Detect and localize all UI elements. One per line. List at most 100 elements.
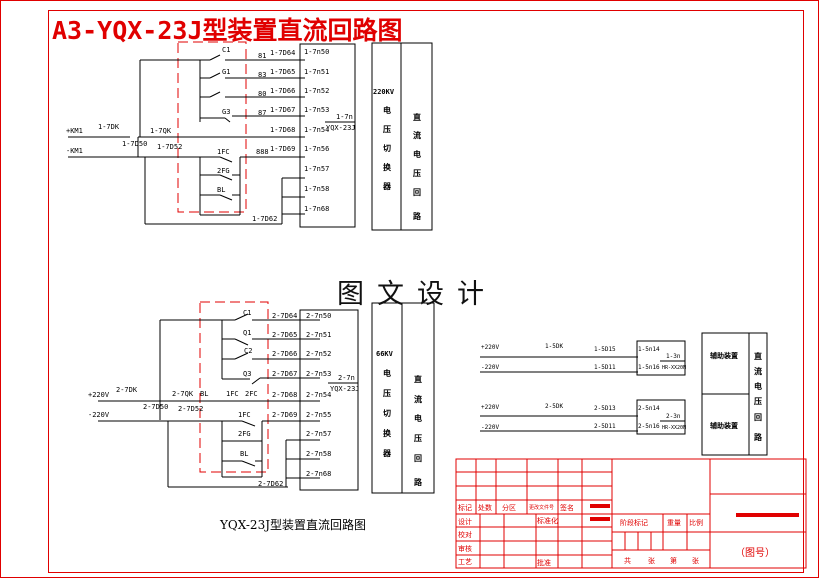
input-label: +220V [88,391,110,399]
terminal-label: 2-7D62 [258,480,284,488]
title-block-fill-3 [736,513,799,517]
tb-header: 分区 [502,504,516,512]
contact-label: 2FG [217,167,230,175]
input-label: -220V [481,364,500,371]
circuit-1 [68,41,433,231]
connector-label: 1-7D64 [270,49,296,57]
device-terminal: 2-7n53 [306,370,332,378]
device-name: 1-7n [336,113,353,121]
contact-label: 2FG [238,430,251,438]
device-terminal: 2-7n52 [306,350,332,358]
device-terminal: 2-7n57 [306,430,332,438]
device-box-2 [299,309,359,491]
side-char: 回 [414,454,422,463]
watermark: 图文设计 [337,279,497,310]
voltage-label: 220KV [373,88,395,96]
circuit-2 [98,301,435,494]
tb-label: 审核 [458,545,472,553]
tb-sheets: 共 [624,557,631,565]
device-model: HR-XX20N [662,365,687,371]
input-label: +220V [481,344,500,351]
connector-label: 1-7D69 [270,145,296,153]
tb-header: 更改文件号 [529,505,555,511]
device-name: 2-7n [338,374,355,382]
device-terminal: 2-7n58 [306,450,332,458]
device-terminal: 1-7n54 [304,126,330,134]
title-block [455,458,807,569]
device-terminal: 2-7n68 [306,470,332,478]
tb-sheets: 第 [670,557,677,565]
device-name: 2-3n [666,413,681,420]
side-char: 流 [754,367,762,376]
side-box-1 [371,42,433,231]
device-terminal: 2-7n50 [306,312,332,320]
device-model: HR-XX20N [662,425,687,431]
terminal-label: 2-7D52 [178,405,204,413]
device-terminal: 2-5n16 [638,423,660,430]
aux-label: 辅助装置 [710,422,738,430]
side-char: 电 [383,106,391,115]
side-char: 压 [383,125,391,134]
terminal-label: 1-7D62 [252,215,278,223]
connector-label: 2-5D13 [594,405,616,412]
device-terminal: 1-7n58 [304,185,330,193]
tb-approve: 批准 [537,559,551,567]
connector-label: 2-7D67 [272,370,298,378]
contact-label: G3 [222,108,231,116]
side-char: 切 [383,144,391,153]
switch-label: 2-7DK [116,386,138,394]
side-char: 压 [413,169,421,178]
side-char: 路 [413,212,421,221]
input-label: -220V [88,411,110,419]
side-char: 器 [383,449,391,458]
wire-label: 83 [258,71,267,79]
side-char: 换 [383,429,391,438]
circuit-3 [480,332,768,456]
device-terminal: 2-5n14 [638,405,660,412]
device-terminal: 1-7n68 [304,205,330,213]
contact-label: C1 [222,46,231,54]
connector-label: 2-7D68 [272,391,298,399]
side-char: 切 [383,409,391,418]
tb-header: 标记 [458,504,472,512]
side-char: 路 [414,478,422,487]
terminal-label: 1-7D52 [157,143,183,151]
contact-label: C2 [244,347,253,355]
drawing-title: A3-YQX-23J型装置直流回路图 [52,16,403,45]
connector-label: 2-7D66 [272,350,298,358]
side-char: 直 [413,113,421,122]
contact-label: 1FC [238,411,251,419]
connector-label: 1-5D11 [594,364,616,371]
connector-label: 2-7D65 [272,331,298,339]
contact-label: G1 [222,68,231,76]
connector-label: 2-7D69 [272,411,298,419]
aux-label: 辅助装置 [710,352,738,360]
dashed-box-1 [177,41,247,213]
wire-label: 87 [258,109,267,117]
terminal-label: 2-7QK [172,390,194,398]
switch-label: 2-5DK [545,403,564,410]
device-box-3b [636,399,686,435]
terminal-label: 2-7D50 [143,403,169,411]
terminal-label: 1-7D50 [122,140,148,148]
connector-label: 1-7D66 [270,87,296,95]
voltage-label: 66KV [376,350,393,358]
contact-label: BL [240,450,249,458]
tb-sheets: 张 [692,557,699,565]
inner-border [48,10,804,573]
switch-label: 1-7DK [98,123,120,131]
device-terminal: 1-7n52 [304,87,330,95]
contact-label: Q1 [243,329,252,337]
input-label: -KM1 [66,147,83,155]
side-char: 压 [383,389,391,398]
side-char: 流 [413,131,421,140]
side-char: 换 [383,163,391,172]
diagram-caption: YQX-23J型装置直流回路图 [220,518,367,532]
input-label: +KM1 [66,127,83,135]
tb-sheets: 张 [648,557,655,565]
tb-scale: 比例 [689,519,703,527]
device-model: YQX-23J [326,124,356,132]
side-char: 电 [383,369,391,378]
device-terminal: 1-7n50 [304,48,330,56]
device-terminal: 2-7n54 [306,391,332,399]
